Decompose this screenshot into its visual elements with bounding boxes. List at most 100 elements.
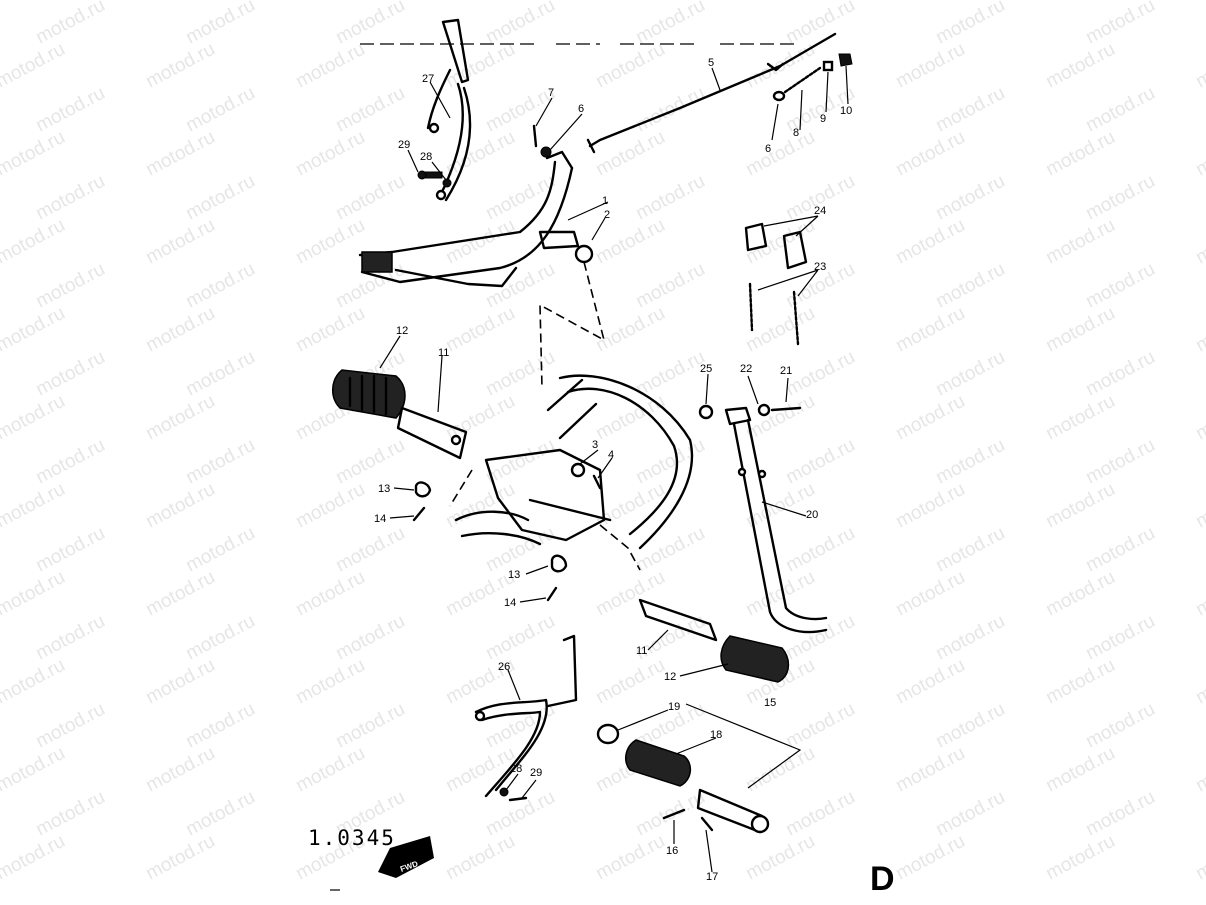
watermark-text-25: motod.ru — [1192, 39, 1206, 93]
part-8-spring — [783, 66, 822, 94]
watermark-text-108: motod.ru — [892, 479, 968, 533]
part-18-peg-rubber — [624, 739, 692, 787]
watermark-text-147: motod.ru — [332, 699, 408, 753]
callout-1: 1 — [602, 195, 608, 207]
watermark-text-82: motod.ru — [782, 347, 858, 401]
watermark-text-155: motod.ru — [292, 743, 368, 797]
watermark-text-38: motod.ru — [592, 127, 668, 181]
watermark-text-50: motod.ru — [1082, 171, 1158, 225]
part-22-collar — [757, 403, 771, 417]
watermark-text-101: motod.ru — [1082, 435, 1158, 489]
watermark-text-71: motod.ru — [442, 303, 518, 357]
watermark-text-26: motod.ru — [32, 83, 108, 137]
part-11-footrest-upper — [396, 406, 468, 460]
watermark-text-57: motod.ru — [892, 215, 968, 269]
part-20-side-stand — [724, 406, 828, 634]
watermark-text-39: motod.ru — [742, 127, 818, 181]
brake-pedal-tread — [361, 251, 393, 273]
watermark-text-45: motod.ru — [332, 171, 408, 225]
callout-24: 24 — [814, 205, 826, 217]
watermark-text-2: motod.ru — [292, 0, 368, 4]
watermark-text-11: motod.ru — [332, 0, 408, 48]
watermark-text-27: motod.ru — [182, 83, 258, 137]
watermark-text-61: motod.ru — [182, 259, 258, 313]
part-25-nut — [698, 404, 714, 420]
watermark-text-178: motod.ru — [1192, 831, 1206, 885]
watermark-text-110: motod.ru — [1192, 479, 1206, 533]
part-23-springs — [748, 282, 800, 346]
watermark-text-98: motod.ru — [632, 435, 708, 489]
watermark-text-123: motod.ru — [592, 567, 668, 621]
part-9-nut — [822, 60, 834, 72]
watermark-text-86: motod.ru — [142, 391, 218, 445]
watermark-text-34: motod.ru — [0, 127, 69, 181]
watermark-text-85: motod.ru — [0, 391, 69, 445]
callout-labels: 1 2 3 4 5 6 6 7 8 9 10 11 11 12 12 13 13… — [374, 57, 852, 883]
watermark-text-7: motod.ru — [1042, 0, 1118, 4]
watermark-text-42: motod.ru — [1192, 127, 1206, 181]
callout-20: 20 — [806, 509, 818, 521]
callout-26: 26 — [498, 661, 510, 673]
watermark-text-170: motod.ru — [0, 831, 69, 885]
watermark-text-0: motod.ru — [0, 0, 69, 4]
callout-12b: 12 — [664, 671, 676, 683]
part-12-footrest-rubber-lower — [720, 635, 790, 683]
callout-23: 23 — [814, 261, 826, 273]
callout-6a: 6 — [578, 103, 584, 115]
callout-28a: 28 — [420, 151, 432, 163]
watermark-text-127: motod.ru — [1192, 567, 1206, 621]
part-5-brake-rod — [586, 32, 837, 154]
part-29-lower-screw — [508, 796, 528, 802]
watermark-text-84: motod.ru — [1082, 347, 1158, 401]
watermark-text-137: motod.ru — [142, 655, 218, 709]
part-26-bracket — [474, 634, 578, 798]
watermark-text-89: motod.ru — [592, 391, 668, 445]
watermark-text-81: motod.ru — [632, 347, 708, 401]
watermark-text-68: motod.ru — [0, 303, 69, 357]
watermark-text-72: motod.ru — [592, 303, 668, 357]
watermark-text-6: motod.ru — [892, 0, 968, 4]
callout-21: 21 — [780, 365, 792, 377]
watermark-text-18: motod.ru — [142, 39, 218, 93]
watermark-text-142: motod.ru — [892, 655, 968, 709]
watermark-text-158: motod.ru — [742, 743, 818, 797]
watermark-text-96: motod.ru — [332, 435, 408, 489]
watermark-text-151: motod.ru — [932, 699, 1008, 753]
callout-14b: 14 — [504, 597, 516, 609]
watermark-text-92: motod.ru — [1042, 391, 1118, 445]
callout-14a: 14 — [374, 513, 386, 525]
part-16-pin — [662, 808, 686, 820]
watermark-text-80: motod.ru — [482, 347, 558, 401]
watermark-text-173: motod.ru — [442, 831, 518, 885]
watermark-text-13: motod.ru — [632, 0, 708, 48]
callout-6b: 6 — [765, 143, 771, 155]
callout-11a: 11 — [438, 347, 449, 359]
watermark-text-51: motod.ru — [0, 215, 69, 269]
part-17-clip — [700, 816, 714, 832]
watermark-text-23: motod.ru — [892, 39, 968, 93]
callout-28b: 28 — [510, 763, 522, 775]
watermark-text-112: motod.ru — [182, 523, 258, 577]
callout-29b: 29 — [530, 767, 542, 779]
watermark-text-83: motod.ru — [932, 347, 1008, 401]
part-15-passenger-peg — [696, 788, 770, 834]
watermark-text-104: motod.ru — [292, 479, 368, 533]
assembly-bracket-lines — [685, 703, 802, 789]
watermark-text-115: motod.ru — [632, 523, 708, 577]
watermark-text-150: motod.ru — [782, 699, 858, 753]
watermark-text-113: motod.ru — [332, 523, 408, 577]
watermark-text-143: motod.ru — [1042, 655, 1118, 709]
watermark-text-49: motod.ru — [932, 171, 1008, 225]
watermark-text-166: motod.ru — [632, 787, 708, 841]
watermark-text-74: motod.ru — [892, 303, 968, 357]
part-7-cotter-pin — [532, 124, 538, 148]
watermark-text-64: motod.ru — [632, 259, 708, 313]
watermark-text-138: motod.ru — [292, 655, 368, 709]
watermark-text-131: motod.ru — [482, 611, 558, 665]
watermark-text-121: motod.ru — [292, 567, 368, 621]
part-21-bolt — [770, 406, 802, 412]
watermark-text-129: motod.ru — [182, 611, 258, 665]
part-1-brake-pedal — [358, 150, 594, 288]
